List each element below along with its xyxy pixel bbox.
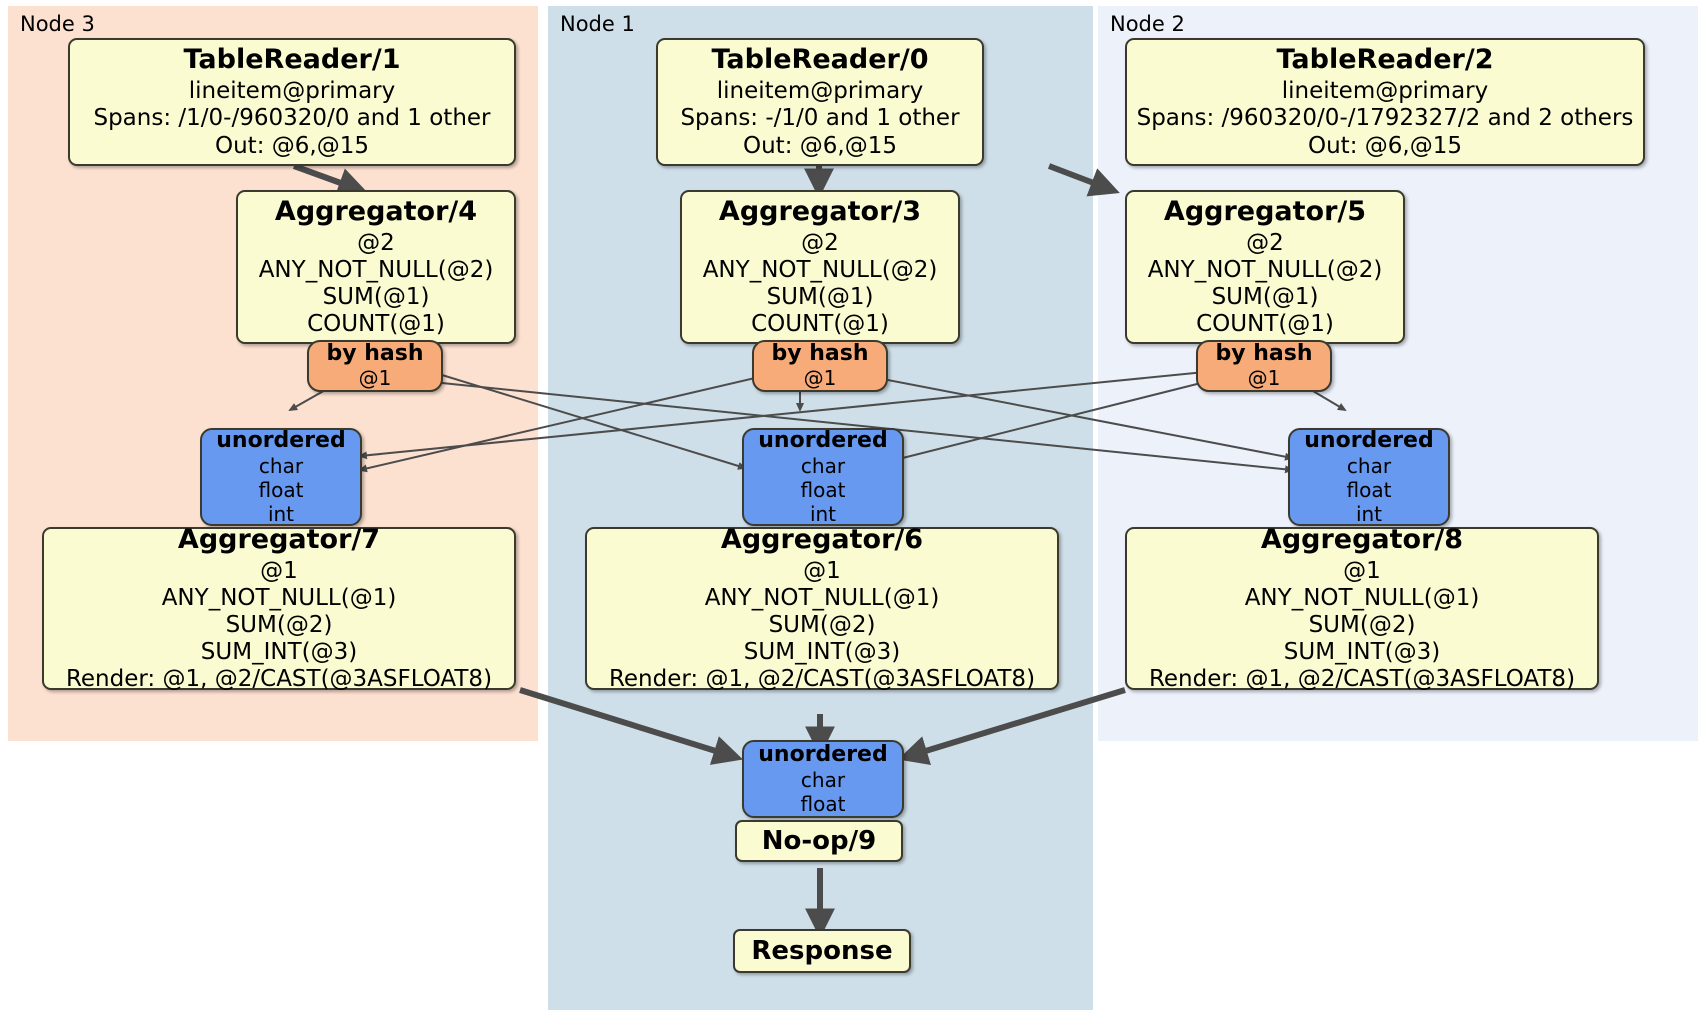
sync-unordered-center-type-3: int bbox=[809, 501, 837, 526]
router-by-hash-left[interactable]: by hash @1 bbox=[307, 340, 443, 392]
aggregator-5-func-1: ANY_NOT_NULL(@2) bbox=[1147, 256, 1383, 283]
aggregator-4-func-2: SUM(@1) bbox=[322, 283, 430, 310]
sync-unordered-final-type-2: float bbox=[800, 791, 846, 816]
sync-unordered-center-type-1: char bbox=[800, 453, 846, 478]
aggregator-3-func-3: COUNT(@1) bbox=[751, 311, 889, 338]
router-by-hash-right-column: @1 bbox=[1247, 365, 1281, 390]
sync-unordered-final-title: unordered bbox=[758, 742, 888, 768]
aggregator-5[interactable]: Aggregator/5 @2 ANY_NOT_NULL(@2) SUM(@1)… bbox=[1125, 190, 1405, 344]
aggregator-8-render: Render: @1, @2/CAST(@3ASFLOAT8) bbox=[1148, 666, 1576, 693]
aggregator-7-func-1: ANY_NOT_NULL(@1) bbox=[161, 584, 397, 611]
router-by-hash-center-title: by hash bbox=[771, 341, 869, 367]
aggregator-7-func-2: SUM(@2) bbox=[225, 611, 333, 638]
aggregator-8-func-3: SUM_INT(@3) bbox=[1283, 639, 1441, 666]
table-reader-0-spans: Spans: -/1/0 and 1 other bbox=[680, 105, 960, 132]
table-reader-1[interactable]: TableReader/1 lineitem@primary Spans: /1… bbox=[68, 38, 516, 166]
sync-unordered-right-type-2: float bbox=[1346, 477, 1392, 502]
table-reader-2-spans: Spans: /960320/0-/1792327/2 and 2 others bbox=[1136, 105, 1634, 132]
router-by-hash-center[interactable]: by hash @1 bbox=[752, 340, 888, 392]
table-reader-0-out: Out: @6,@15 bbox=[743, 132, 897, 159]
table-reader-1-out: Out: @6,@15 bbox=[215, 132, 369, 159]
aggregator-7-group: @1 bbox=[260, 557, 298, 584]
response-node[interactable]: Response bbox=[733, 929, 911, 973]
sync-unordered-right-type-1: char bbox=[1346, 453, 1392, 478]
aggregator-3-title: Aggregator/3 bbox=[718, 195, 922, 227]
aggregator-3-group: @2 bbox=[801, 229, 839, 256]
aggregator-6[interactable]: Aggregator/6 @1 ANY_NOT_NULL(@1) SUM(@2)… bbox=[585, 523, 1059, 693]
aggregator-6-group: @1 bbox=[803, 557, 841, 584]
aggregator-7-render: Render: @1, @2/CAST(@3ASFLOAT8) bbox=[65, 666, 493, 693]
aggregator-5-title: Aggregator/5 bbox=[1163, 195, 1367, 227]
aggregator-4-group: @2 bbox=[357, 229, 395, 256]
no-op-9[interactable]: No-op/9 bbox=[735, 820, 903, 862]
aggregator-5-group: @2 bbox=[1246, 229, 1284, 256]
table-reader-2-table: lineitem@primary bbox=[1281, 78, 1489, 105]
router-by-hash-left-column: @1 bbox=[358, 365, 392, 390]
no-op-9-title: No-op/9 bbox=[761, 825, 877, 856]
aggregator-4-title: Aggregator/4 bbox=[274, 195, 478, 227]
table-reader-2-title: TableReader/2 bbox=[1276, 44, 1494, 76]
sync-unordered-left-type-1: char bbox=[258, 453, 304, 478]
sync-unordered-left[interactable]: unordered char float int bbox=[200, 428, 362, 526]
aggregator-6-title: Aggregator/6 bbox=[720, 523, 924, 555]
sync-unordered-right-title: unordered bbox=[1304, 428, 1434, 454]
sync-unordered-right[interactable]: unordered char float int bbox=[1288, 428, 1450, 526]
aggregator-4-func-1: ANY_NOT_NULL(@2) bbox=[258, 256, 494, 283]
sync-unordered-center-type-2: float bbox=[800, 477, 846, 502]
table-reader-2-out: Out: @6,@15 bbox=[1308, 132, 1462, 159]
aggregator-8-group: @1 bbox=[1343, 557, 1381, 584]
aggregator-5-func-3: COUNT(@1) bbox=[1196, 311, 1334, 338]
aggregator-5-func-2: SUM(@1) bbox=[1211, 283, 1319, 310]
sync-unordered-left-title: unordered bbox=[216, 428, 346, 454]
router-by-hash-left-title: by hash bbox=[326, 341, 424, 367]
aggregator-3-func-2: SUM(@1) bbox=[766, 283, 874, 310]
aggregator-6-func-1: ANY_NOT_NULL(@1) bbox=[704, 584, 940, 611]
aggregator-3[interactable]: Aggregator/3 @2 ANY_NOT_NULL(@2) SUM(@1)… bbox=[680, 190, 960, 344]
aggregator-6-func-2: SUM(@2) bbox=[768, 611, 876, 638]
sync-unordered-center[interactable]: unordered char float int bbox=[742, 428, 904, 526]
sync-unordered-right-type-3: int bbox=[1355, 501, 1383, 526]
aggregator-6-render: Render: @1, @2/CAST(@3ASFLOAT8) bbox=[608, 666, 1036, 693]
aggregator-7[interactable]: Aggregator/7 @1 ANY_NOT_NULL(@1) SUM(@2)… bbox=[42, 523, 516, 693]
region-node-2-label: Node 2 bbox=[1110, 12, 1185, 36]
table-reader-1-title: TableReader/1 bbox=[183, 44, 401, 76]
sync-unordered-final-type-1: char bbox=[800, 767, 846, 792]
table-reader-0[interactable]: TableReader/0 lineitem@primary Spans: -/… bbox=[656, 38, 984, 166]
table-reader-0-table: lineitem@primary bbox=[716, 78, 924, 105]
aggregator-4-func-3: COUNT(@1) bbox=[307, 311, 445, 338]
aggregator-3-func-1: ANY_NOT_NULL(@2) bbox=[702, 256, 938, 283]
aggregator-7-title: Aggregator/7 bbox=[177, 523, 381, 555]
table-reader-0-title: TableReader/0 bbox=[711, 44, 929, 76]
router-by-hash-right-title: by hash bbox=[1215, 341, 1313, 367]
response-node-title: Response bbox=[751, 935, 893, 966]
aggregator-8[interactable]: Aggregator/8 @1 ANY_NOT_NULL(@1) SUM(@2)… bbox=[1125, 523, 1599, 693]
sync-unordered-left-type-2: float bbox=[258, 477, 304, 502]
router-by-hash-center-column: @1 bbox=[803, 365, 837, 390]
table-reader-1-spans: Spans: /1/0-/960320/0 and 1 other bbox=[93, 105, 491, 132]
aggregator-8-title: Aggregator/8 bbox=[1260, 523, 1464, 555]
aggregator-8-func-2: SUM(@2) bbox=[1308, 611, 1416, 638]
table-reader-2[interactable]: TableReader/2 lineitem@primary Spans: /9… bbox=[1125, 38, 1645, 166]
aggregator-7-func-3: SUM_INT(@3) bbox=[200, 639, 358, 666]
sync-unordered-final[interactable]: unordered char float bbox=[742, 740, 904, 818]
aggregator-8-func-1: ANY_NOT_NULL(@1) bbox=[1244, 584, 1480, 611]
sync-unordered-center-title: unordered bbox=[758, 428, 888, 454]
aggregator-6-func-3: SUM_INT(@3) bbox=[743, 639, 901, 666]
region-node-3-label: Node 3 bbox=[20, 12, 95, 36]
aggregator-4[interactable]: Aggregator/4 @2 ANY_NOT_NULL(@2) SUM(@1)… bbox=[236, 190, 516, 344]
table-reader-1-table: lineitem@primary bbox=[188, 78, 396, 105]
router-by-hash-right[interactable]: by hash @1 bbox=[1196, 340, 1332, 392]
sync-unordered-left-type-3: int bbox=[267, 501, 295, 526]
region-node-1-label: Node 1 bbox=[560, 12, 635, 36]
